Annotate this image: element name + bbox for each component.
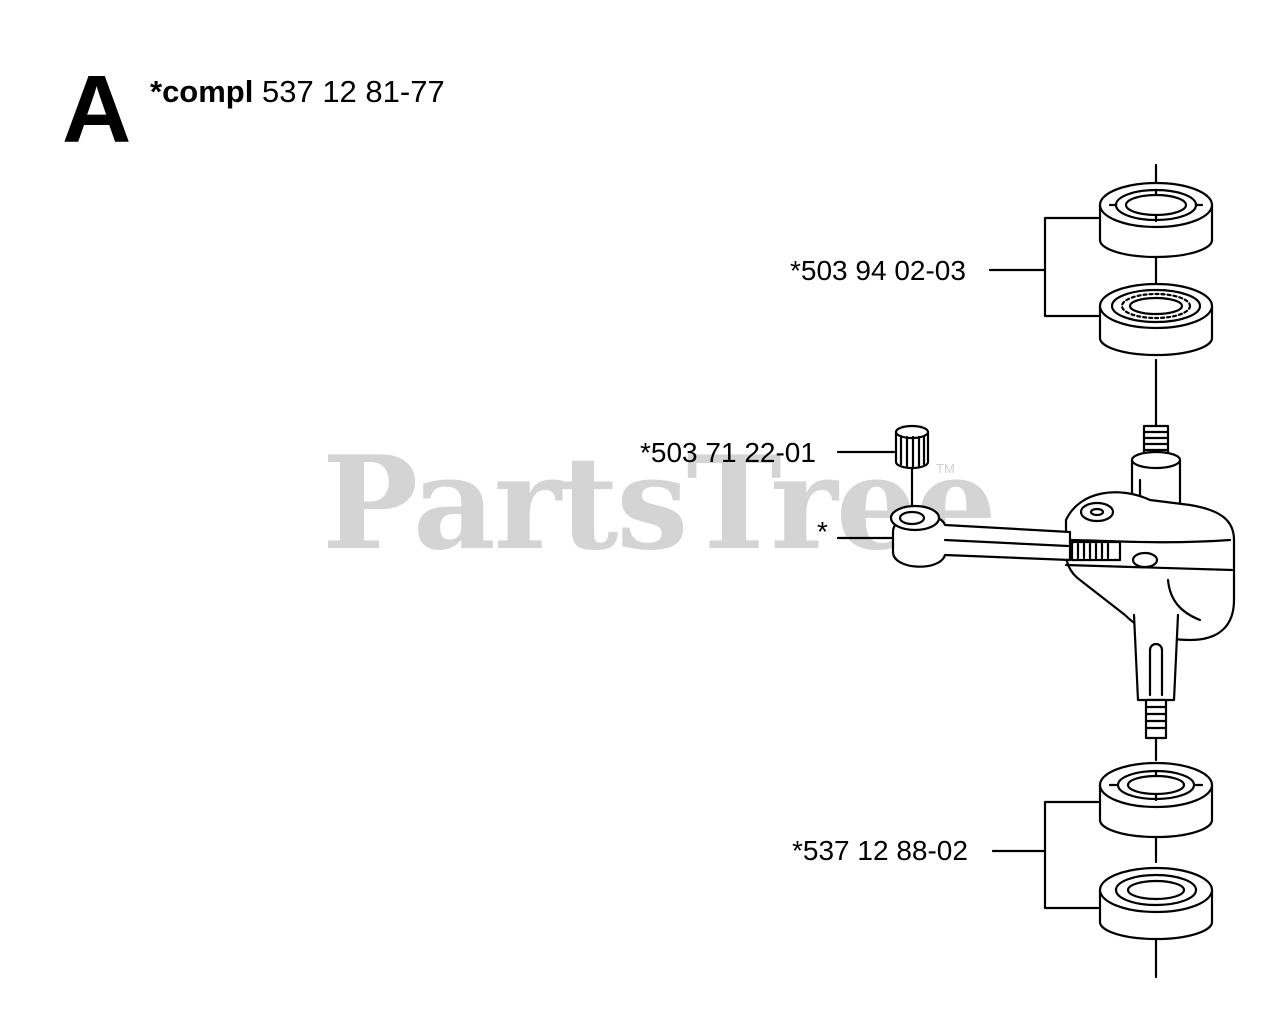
kit-prefix: *compl	[150, 74, 254, 109]
part-label-connecting-rod[interactable]: *	[817, 516, 828, 547]
kit-number: 537 12 81-77	[261, 74, 445, 109]
crank-web	[1064, 491, 1236, 642]
part-label-needle-bearing[interactable]: *503 71 22-01	[640, 437, 816, 468]
watermark-tm: TM	[936, 461, 955, 476]
lower-bearing-bottom	[1098, 866, 1214, 941]
section-letter: A	[62, 56, 132, 163]
upper-bearing-bottom	[1098, 282, 1214, 357]
watermark: PartsTree	[322, 429, 997, 579]
connecting-rod	[889, 504, 1122, 568]
crank-lower-shaft	[1132, 613, 1180, 740]
needle-bearing	[894, 424, 930, 507]
part-label-lower-bearings[interactable]: *537 12 88-02	[792, 835, 968, 866]
part-label-upper-bearings[interactable]: *503 94 02-03	[790, 255, 966, 286]
lower-bearing-top	[1098, 761, 1214, 839]
upper-bearing-top	[1098, 181, 1214, 259]
kit-part-number: *compl 537 12 81-77	[150, 76, 445, 107]
